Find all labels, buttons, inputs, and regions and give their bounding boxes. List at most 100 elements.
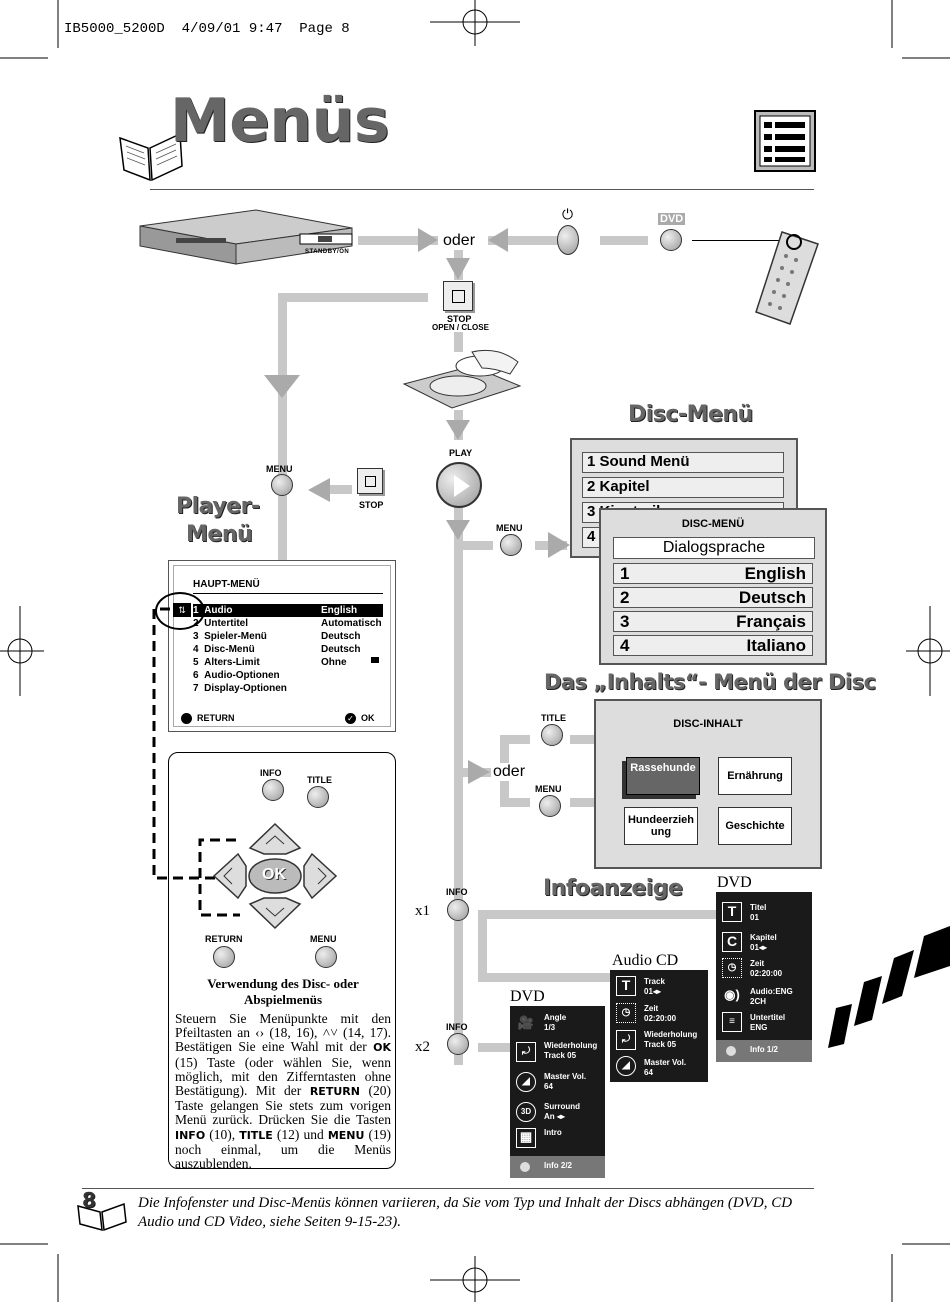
dvd-badge: DVD	[658, 213, 686, 225]
player-menu-title: HAUPT-MENÜ	[193, 579, 260, 590]
stop-square-icon	[452, 290, 465, 303]
dvd-player-image	[139, 209, 353, 265]
book-icon	[119, 132, 183, 182]
power-icon: ⏻	[562, 206, 574, 222]
inhalt-tile-4[interactable]: Geschichte	[718, 807, 792, 845]
play-button[interactable]	[436, 462, 482, 508]
inhalt-title: DISC-INHALT	[673, 718, 743, 730]
remote-menu-label: MENU	[310, 934, 337, 944]
inhalt-tile-3[interactable]: Hundeerzieh ung	[624, 807, 698, 845]
language-row-2[interactable]: 2 Deutsch	[613, 587, 813, 608]
usage-return-keyword: RETURN	[309, 1085, 360, 1099]
page-title: Menüs	[170, 86, 390, 156]
remote-control-image	[755, 231, 819, 325]
player-menu-row-6[interactable]: 6 Audio-Optionen	[193, 669, 383, 682]
disc-sub-menu-head: Dialogsprache	[613, 537, 815, 559]
remote-info-label: INFO	[260, 768, 282, 778]
info-button-1[interactable]	[447, 899, 469, 921]
cd-label: Audio CD	[612, 952, 679, 969]
play-label: PLAY	[449, 448, 473, 458]
disc-sub-menu-title: DISC-MENÜ	[681, 518, 745, 530]
repeat-icon: ⤾	[616, 1030, 636, 1050]
usage-p1: Steuern Sie Menüpunkte mit den Pfeiltast…	[175, 1011, 391, 1055]
decorative-stripes	[828, 926, 950, 1048]
row-label: Display-Optionen	[204, 683, 287, 694]
audio-icon: ◉)	[724, 987, 740, 1002]
usage-text: Steuern Sie Menüpunkte mit den Pfeiltast…	[175, 1011, 391, 1171]
language-name: Deutsch	[738, 588, 806, 607]
dpad[interactable]	[210, 820, 340, 932]
language-name: Italiano	[746, 636, 806, 655]
info-dot-icon-2	[520, 1162, 530, 1172]
menu-button-inhalt[interactable]	[539, 795, 561, 817]
power-button[interactable]	[557, 225, 579, 255]
row-label: Alters-Limit	[204, 657, 260, 668]
dvd1-label: DVD	[717, 874, 752, 891]
x2-label: x2	[415, 1039, 430, 1055]
highlight-circle	[155, 592, 205, 630]
remote-pointer-line	[692, 240, 788, 241]
language-name: English	[744, 564, 806, 583]
clock-icon-cd: ◷	[616, 1003, 636, 1023]
remote-return-button[interactable]	[213, 946, 235, 968]
intro-grid-icon: ▦	[516, 1128, 536, 1148]
header-file: IB5000_5200D	[64, 21, 165, 37]
cd-item-4: Master Vol.64	[644, 1058, 687, 1077]
menu-button-player[interactable]	[271, 474, 293, 496]
title-rule	[150, 189, 814, 190]
usage-p5: (12) und	[276, 1126, 324, 1142]
language-name: Français	[736, 612, 806, 631]
volume-icon: ◢	[616, 1056, 636, 1076]
menu-label-player: MENU	[266, 464, 293, 474]
dvd-button[interactable]	[660, 229, 682, 251]
dvd2-item-3: Master Vol.64	[544, 1072, 587, 1091]
stop-open-button[interactable]	[443, 281, 473, 311]
stop-square-icon-2	[365, 476, 376, 487]
menu-button-disc[interactable]	[500, 534, 522, 556]
lock-icon	[371, 657, 379, 663]
player-menu-ok[interactable]: OK	[361, 713, 375, 723]
inhalt-tile-2[interactable]: Ernährung	[718, 757, 792, 795]
inhalt-tile-1[interactable]: Rassehunde	[626, 757, 700, 795]
disc-menu-row-1[interactable]: 1 Sound Menü	[582, 452, 784, 473]
row-num: 4	[193, 644, 199, 655]
player-menu-heading-1: Player-	[176, 494, 260, 519]
player-menu-return[interactable]: RETURN	[197, 713, 235, 723]
info-dot-icon	[726, 1046, 736, 1056]
header-page-num: 8	[341, 21, 350, 37]
usage-menu-keyword: MENU	[327, 1128, 365, 1142]
menu-label-inhalt: MENU	[535, 784, 562, 794]
clock-icon: ◷	[722, 958, 742, 978]
stop-button[interactable]	[357, 468, 383, 494]
disc-menu-heading: Disc-Menü	[628, 402, 753, 427]
language-row-4[interactable]: 4 Italiano	[613, 635, 813, 656]
title-button[interactable]	[541, 724, 563, 746]
language-num: 2	[620, 588, 630, 607]
subtitle-icon: ≡	[722, 1012, 742, 1032]
usage-heading: Verwendung des Disc- oder Abspielmenüs	[207, 976, 359, 1007]
row-label: Disc-Menü	[204, 644, 255, 655]
open-close-label: OPEN / CLOSE	[432, 323, 489, 332]
row-label: Audio-Optionen	[204, 670, 280, 681]
disc-menu-row-2[interactable]: 2 Kapitel	[582, 477, 784, 498]
remote-info-button[interactable]	[262, 779, 284, 801]
player-menu-row-7[interactable]: 7 Display-Optionen	[193, 682, 383, 695]
remote-title-label: TITLE	[307, 775, 332, 785]
remote-menu-button[interactable]	[315, 946, 337, 968]
language-num: 4	[620, 636, 630, 655]
remote-ok-label: OK	[262, 866, 286, 883]
info-button-2[interactable]	[447, 1033, 469, 1055]
stop-label-2: STOP	[359, 500, 384, 510]
remote-title-button[interactable]	[307, 786, 329, 808]
